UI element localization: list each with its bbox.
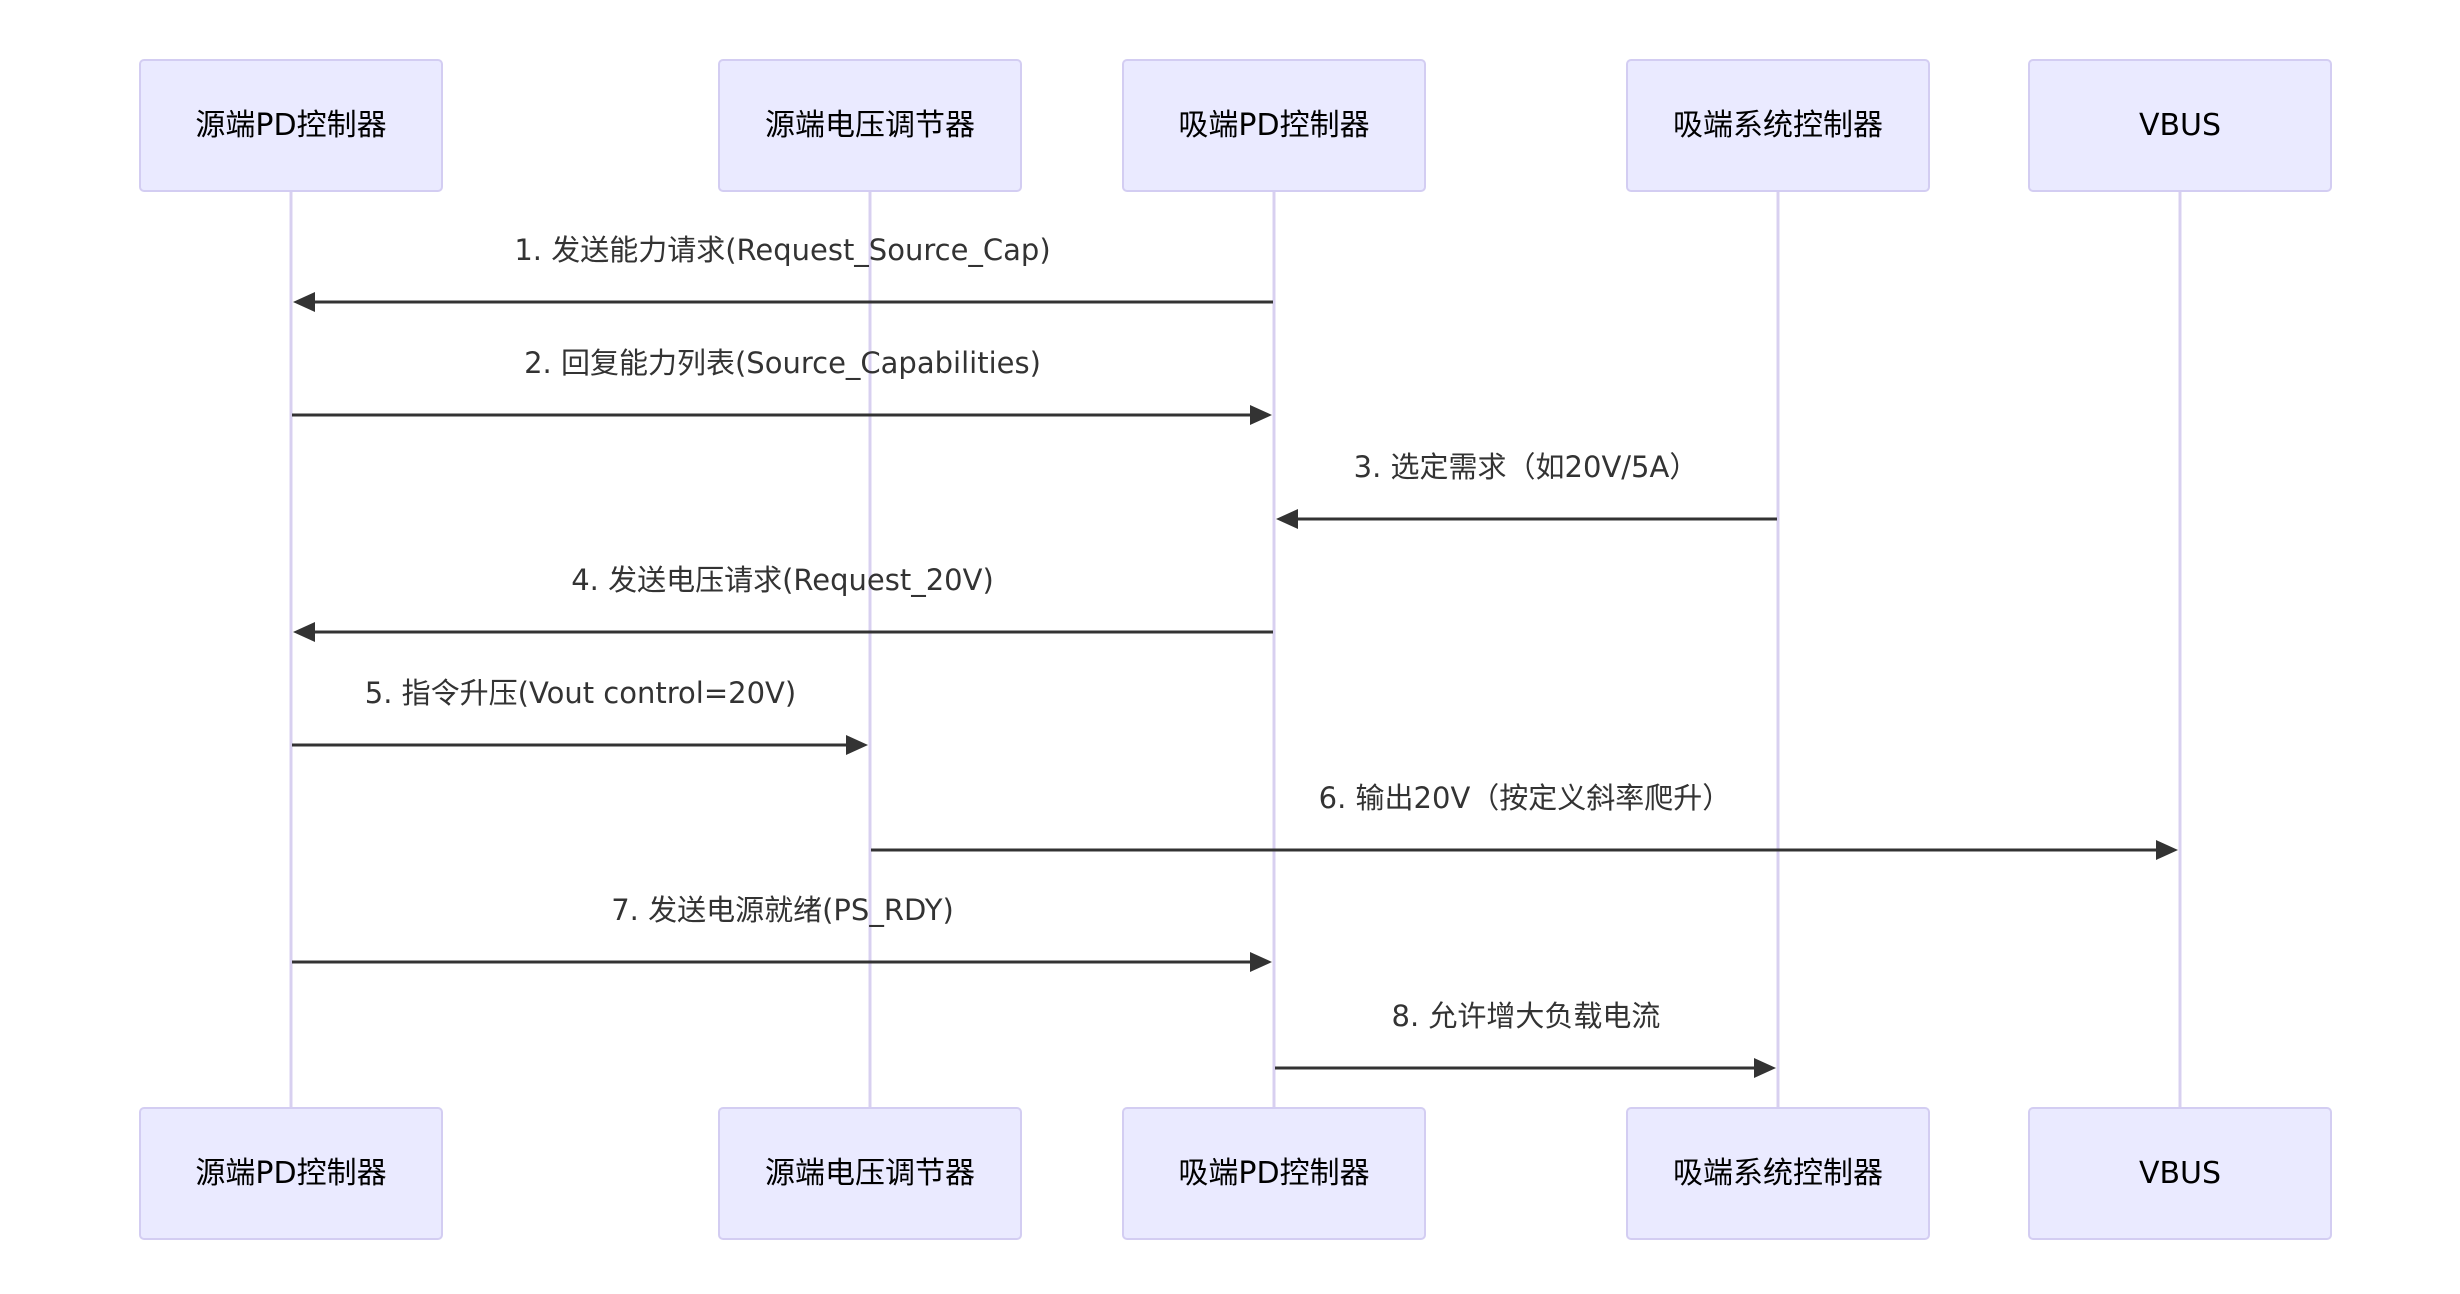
actor-box bbox=[718, 1107, 1022, 1240]
messages: 1. 发送能力请求(Request_Source_Cap) 2. 回复能力列表(S… bbox=[292, 233, 2178, 1078]
actor-label: 吸端系统控制器 bbox=[1673, 1156, 1883, 1191]
message-1[interactable]: 1. 发送能力请求(Request_Source_Cap) bbox=[293, 233, 1273, 312]
message-label: 8. 允许增大负载电流 bbox=[1392, 999, 1661, 1033]
actor-src_reg-bottom[interactable]: 源端电压调节器 bbox=[718, 1107, 1022, 1240]
actor-label: 吸端PD控制器 bbox=[1178, 1156, 1369, 1191]
actor-box bbox=[2028, 1107, 2332, 1240]
actor-src_pd-bottom[interactable]: 源端PD控制器 bbox=[139, 1107, 443, 1240]
arrow-head-icon bbox=[1276, 509, 1298, 529]
actor-label: 吸端PD控制器 bbox=[1178, 108, 1369, 143]
message-label: 4. 发送电压请求(Request_20V) bbox=[571, 563, 994, 597]
actor-box bbox=[1626, 1107, 1930, 1240]
message-label: 1. 发送能力请求(Request_Source_Cap) bbox=[514, 233, 1050, 267]
actor-label: 源端PD控制器 bbox=[195, 1156, 386, 1191]
message-label: 6. 输出20V（按定义斜率爬升） bbox=[1319, 781, 1732, 815]
lifelines bbox=[289, 191, 2182, 1108]
actor-label: VBUS bbox=[2139, 1156, 2221, 1191]
actors-top: 源端PD控制器 源端电压调节器 吸端PD控制器 吸端系统控制器 VBUS bbox=[139, 59, 2332, 192]
actor-vbus-bottom[interactable]: VBUS bbox=[2028, 1107, 2332, 1240]
arrow-head-icon bbox=[1250, 405, 1272, 425]
actor-src_pd-top[interactable]: 源端PD控制器 bbox=[139, 59, 443, 192]
actor-label: 吸端系统控制器 bbox=[1673, 108, 1883, 143]
arrow-head-icon bbox=[293, 622, 315, 642]
actor-box bbox=[1122, 1107, 1426, 1240]
actor-snk_pd-bottom[interactable]: 吸端PD控制器 bbox=[1122, 1107, 1426, 1240]
actor-label: 源端PD控制器 bbox=[195, 108, 386, 143]
arrow-head-icon bbox=[1754, 1058, 1776, 1078]
arrow-head-icon bbox=[1250, 952, 1272, 972]
actor-snk_pd-top[interactable]: 吸端PD控制器 bbox=[1122, 59, 1426, 192]
message-5[interactable]: 5. 指令升压(Vout control=20V) bbox=[292, 676, 868, 755]
arrow-head-icon bbox=[293, 292, 315, 312]
message-4[interactable]: 4. 发送电压请求(Request_20V) bbox=[293, 563, 1273, 642]
message-label: 3. 选定需求（如20V/5A） bbox=[1354, 450, 1699, 484]
actor-box bbox=[1626, 59, 1930, 192]
message-7[interactable]: 7. 发送电源就绪(PS_RDY) bbox=[292, 893, 1272, 972]
message-label: 7. 发送电源就绪(PS_RDY) bbox=[611, 893, 954, 927]
message-2[interactable]: 2. 回复能力列表(Source_Capabilities) bbox=[292, 346, 1272, 425]
actor-label: 源端电压调节器 bbox=[765, 108, 975, 143]
actor-src_reg-top[interactable]: 源端电压调节器 bbox=[718, 59, 1022, 192]
actor-box bbox=[139, 59, 443, 192]
message-label: 2. 回复能力列表(Source_Capabilities) bbox=[524, 346, 1041, 380]
arrow-head-icon bbox=[846, 735, 868, 755]
actors-bottom: 源端PD控制器 源端电压调节器 吸端PD控制器 吸端系统控制器 VBUS bbox=[139, 1107, 2332, 1240]
arrow-head-icon bbox=[2156, 840, 2178, 860]
message-6[interactable]: 6. 输出20V（按定义斜率爬升） bbox=[871, 781, 2178, 860]
actor-box bbox=[2028, 59, 2332, 192]
actor-label: 源端电压调节器 bbox=[765, 1156, 975, 1191]
actor-box bbox=[1122, 59, 1426, 192]
message-8[interactable]: 8. 允许增大负载电流 bbox=[1275, 999, 1776, 1078]
actor-box bbox=[718, 59, 1022, 192]
message-label: 5. 指令升压(Vout control=20V) bbox=[365, 676, 796, 710]
actor-vbus-top[interactable]: VBUS bbox=[2028, 59, 2332, 192]
message-3[interactable]: 3. 选定需求（如20V/5A） bbox=[1276, 450, 1777, 529]
actor-snk_sys-bottom[interactable]: 吸端系统控制器 bbox=[1626, 1107, 1930, 1240]
actor-label: VBUS bbox=[2139, 108, 2221, 143]
actor-box bbox=[139, 1107, 443, 1240]
actor-snk_sys-top[interactable]: 吸端系统控制器 bbox=[1626, 59, 1930, 192]
